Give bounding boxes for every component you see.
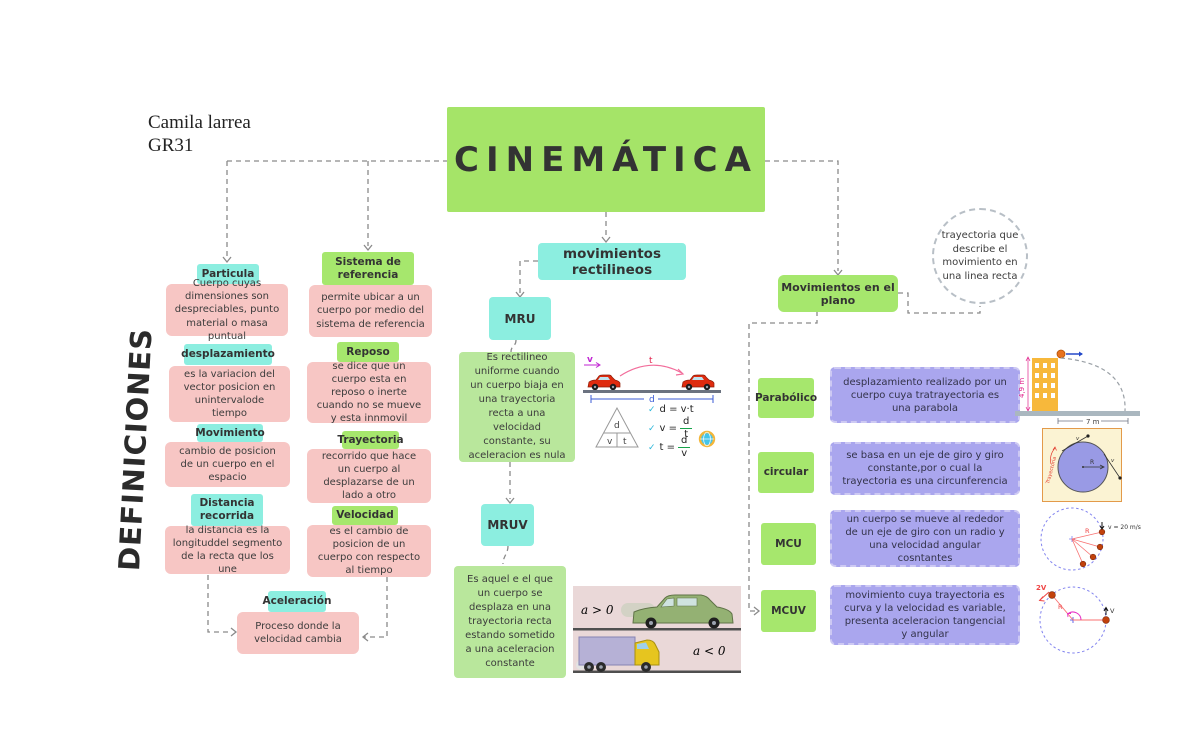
term-reposo: Reposo (337, 342, 399, 362)
term-parabolico: Parabólico (755, 378, 817, 418)
formula-d: ✓ d = v·t (648, 401, 728, 418)
definition-velocidad: es el cambio de posicion de un cuerpo co… (307, 525, 431, 577)
mru-formulas: ✓ d = v·t ✓ v = d t ✓ t = d v (648, 401, 728, 459)
mcu-illustration: R v = 20 m/s (1040, 507, 1141, 571)
mcu-velocity-label: v = 20 m/s (1108, 524, 1141, 531)
mru-v-label: v (587, 355, 593, 365)
mruv-illustration: a > 0 a < 0 (573, 586, 741, 673)
mru-cars-illustration: v t d d v t (583, 355, 721, 448)
definition-desplazamiento: es la variacion del vector posicion en u… (169, 366, 290, 422)
term-movimiento: Movimiento (195, 424, 265, 442)
check-icon: ✓ (648, 442, 656, 453)
author-block: Camila larrea GR31 (148, 112, 251, 158)
tangent-v1-label: v (1076, 436, 1080, 442)
mcuv-2v-label: 2V (1036, 584, 1047, 592)
page-title: CINEMÁTICA (454, 139, 758, 180)
triangle-v-label: v (607, 437, 613, 447)
circular-radius-label: R (1090, 459, 1094, 466)
arrow-aceleracion-left (230, 627, 238, 637)
arrow-rectilineos (601, 236, 611, 244)
formula-t-lhs: t = (659, 442, 676, 453)
mcuv-radius-label: R (1058, 603, 1063, 611)
accel-negative-label: a < 0 (693, 644, 726, 658)
term-trayectoria: Trayectoria (337, 431, 404, 449)
truck-icon (576, 636, 660, 672)
height-label: 4,9 m (1018, 378, 1026, 398)
term-distancia-recorrida: Distancia recorrida (191, 494, 263, 526)
plano-note-circle: trayectoria que describe el movimiento e… (932, 208, 1028, 304)
accel-positive-label: a > 0 (581, 603, 614, 617)
mcuv-v-label: V (1110, 607, 1115, 615)
connector-to-plano (765, 160, 839, 271)
triangle-t-label: t (623, 437, 627, 447)
description-mcuv: movimiento cuya trayectoria es curva y l… (830, 585, 1020, 645)
parabolic-illustration: 4,9 m 7 m (1015, 349, 1140, 426)
distance-label: 7 m (1086, 418, 1100, 426)
mcuv-illustration: R 2V V (1036, 584, 1115, 654)
formula-t: ✓ t = d v (648, 436, 728, 459)
mru-box: MRU (489, 297, 551, 340)
movimientos-plano-box: Movimientos en el plano (778, 275, 898, 312)
definition-reposo: se dice que un cuerpo esta en reposo o i… (307, 361, 431, 424)
ball-icon (1056, 349, 1066, 359)
definiciones-label: DEFINICIONES (112, 327, 159, 572)
mru-description: Es rectilineo uniforme cuando un cuerpo … (459, 352, 575, 462)
green-car-icon (621, 594, 734, 629)
term-circular: circular (758, 452, 814, 493)
term-aceleracion: Aceleración (263, 591, 331, 612)
term-desplazamiento: desplazamiento (181, 344, 275, 365)
check-icon: ✓ (648, 404, 656, 415)
definition-particula: Cuerpo cuyas dimensiones son despreciabl… (166, 278, 288, 342)
definition-aceleracion: Proceso donde la velocidad cambia (237, 612, 359, 654)
title-box: CINEMÁTICA (447, 107, 765, 212)
globe-icon (698, 430, 716, 448)
description-mcu: un cuerpo se mueve al rededor de un eje … (830, 510, 1020, 567)
arrow-sistema (363, 244, 373, 252)
tangent-v2-label: v (1111, 458, 1115, 464)
connector-velocidad-aceleracion (364, 577, 388, 638)
definition-trayectoria: recorrido que hace un cuerpo al desplaza… (307, 449, 431, 503)
author-name: Camila larrea (148, 112, 251, 133)
arrow-mcuv (753, 606, 761, 616)
mru-d-label: d (649, 395, 655, 405)
author-group: GR31 (148, 134, 194, 156)
arrow-particula (222, 256, 232, 264)
formula-v: ✓ v = d t (648, 417, 728, 440)
movimientos-rectilineos-box: movimientos rectilineos (538, 243, 686, 280)
formula-d-text: d = v·t (659, 404, 694, 415)
mruv-description: Es aquel e el que un cuerpo se desplaza … (454, 566, 566, 678)
formula-v-lhs: v = (659, 423, 678, 434)
mruv-box: MRUV (481, 504, 534, 546)
connector-distancia-aceleracion (207, 575, 231, 633)
car-right-icon (681, 374, 715, 391)
description-circular: se basa en un eje de giro y giro constan… (830, 442, 1020, 495)
description-parabolico: desplazamiento realizado por un cuerpo c… (830, 367, 1020, 423)
formula-t-fraction: d v (678, 436, 691, 459)
mcu-radius-label: R (1085, 527, 1090, 535)
definition-sistema-referencia: permite ubicar a un cuerpo por medio del… (309, 285, 432, 337)
car-left-icon (587, 374, 621, 391)
circular-illustration: R v v Trayectoria (1042, 428, 1122, 502)
mruv-diagram: a > 0 a < 0 (573, 583, 741, 678)
connector-mruv-desc (502, 545, 509, 565)
term-sistema-referencia: Sistema de referencia (322, 252, 414, 285)
term-mcuv: MCUV (761, 590, 816, 632)
term-mcu: MCU (761, 523, 816, 565)
definition-distancia-recorrida: la distancia es la longituddel segmento … (165, 525, 290, 575)
arrow-aceleracion-right (361, 632, 369, 642)
mru-t-label: t (649, 356, 653, 366)
triangle-d-label: d (614, 421, 620, 431)
definition-movimiento: cambio de posicion de un cuerpo en el es… (165, 442, 290, 487)
term-velocidad: Velocidad (332, 506, 398, 525)
term-particula: Particula (197, 264, 259, 284)
connector-to-mru (519, 260, 538, 293)
arrow-mruv (505, 497, 515, 505)
mru-diagram: v t d d v t (578, 352, 726, 457)
formula-v-fraction: d t (680, 417, 693, 440)
check-icon: ✓ (648, 423, 656, 434)
